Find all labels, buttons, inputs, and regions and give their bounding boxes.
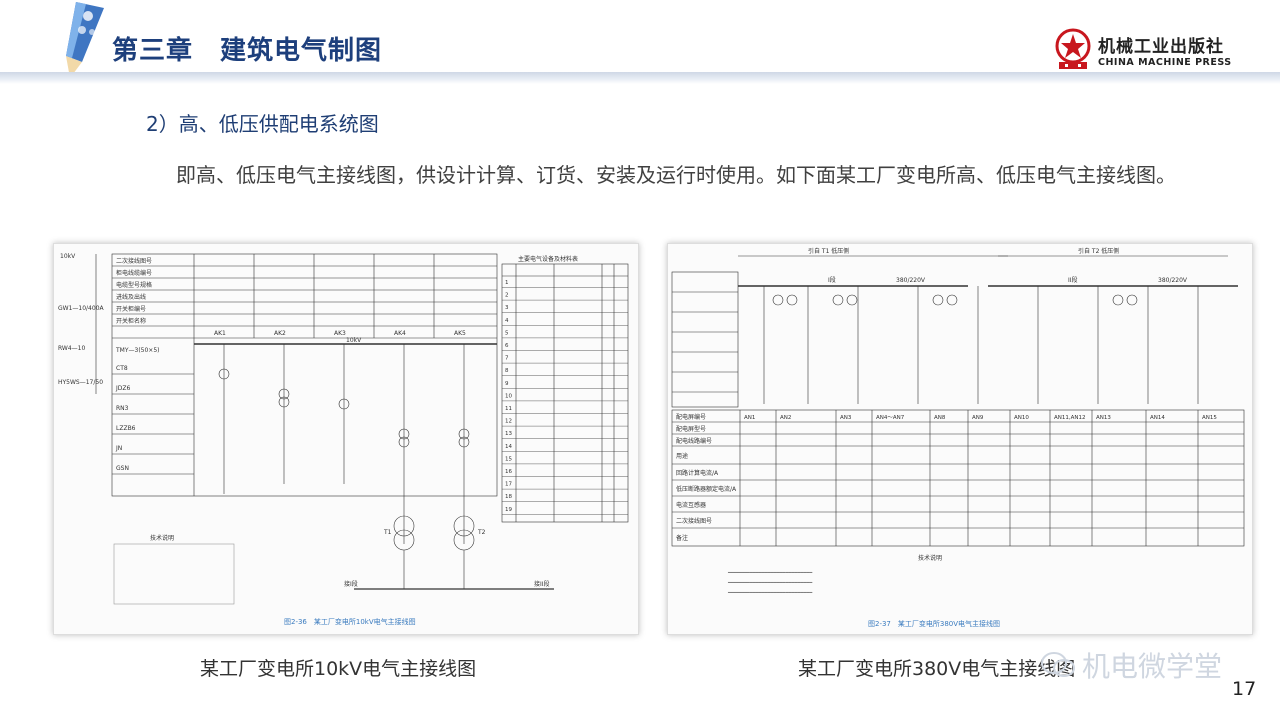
svg-text:━━━━━━━━━━━━━━━━━━━━━━━━━━━━: ━━━━━━━━━━━━━━━━━━━━━━━━━━━━ [727, 590, 813, 596]
row-label: RN3 [116, 405, 129, 412]
row-label: TMY—3(50×5) [115, 347, 160, 354]
svg-text:━━━━━━━━━━━━━━━━━━━━━━━━━━━━: ━━━━━━━━━━━━━━━━━━━━━━━━━━━━ [727, 570, 813, 576]
cabinet-label: AN4～AN7 [876, 415, 905, 421]
cabinet-label: AN13 [1096, 415, 1111, 421]
watermark-text: 机电微学堂 [1082, 650, 1223, 683]
body-paragraph: 即高、低压电气主接线图，供设计计算、订货、安装及运行时使用。如下面某工厂变电所高… [176, 163, 1176, 187]
10kv-wiring-diagram: 10kV GW1—10/400A RW4—10 HY5WS—17/50 二次接线… [58, 253, 629, 626]
figure-caption-10kv: 某工厂变电所10kV电气主接线图 [200, 658, 477, 680]
equipment-row-number: 8 [505, 368, 509, 374]
cabinet-label: AN11,AN12 [1054, 415, 1086, 421]
publisher-name-en: CHINA MACHINE PRESS [1098, 57, 1232, 68]
wechat-watermark: 机电微学堂 [1040, 648, 1223, 683]
incoming-label: 引自 T1 低压侧 [808, 247, 849, 255]
chapter-title: 第三章 建筑电气制图 [112, 36, 383, 66]
wechat-icon [1041, 652, 1075, 677]
section-subheading: 2）高、低压供配电系统图 [146, 112, 379, 136]
row-label: 配电屏编号 [676, 413, 706, 421]
cabinet-label: AN3 [840, 415, 852, 421]
transformer-label: T1 [383, 529, 392, 536]
line-label-10kv: 10kV [60, 253, 76, 260]
figure-380v-diagram: 引自 T1 低压侧 引自 T2 低压侧 I段 II段 380/220V 380/… [667, 243, 1253, 635]
voltage-label: 380/220V [1158, 277, 1188, 284]
equipment-row-number: 1 [505, 280, 509, 286]
cabinet-label: AK3 [334, 330, 346, 337]
row-label: 配电线路编号 [676, 437, 712, 445]
equipment-row-number: 17 [505, 482, 512, 488]
line-label-gw1: GW1—10/400A [58, 305, 105, 312]
bus-label: 10kV [346, 337, 362, 344]
cabinet-label: AK5 [454, 330, 466, 337]
equipment-row-number: 9 [505, 381, 509, 387]
equipment-row-number: 4 [505, 318, 509, 324]
cabinet-label: AK4 [394, 330, 406, 337]
row-label: 开关柜编号 [116, 305, 146, 313]
voltage-label: 380/220V [896, 277, 926, 284]
equipment-row-number: 5 [505, 330, 509, 336]
section-label: II段 [1068, 276, 1078, 284]
equipment-row-number: 7 [505, 356, 509, 362]
inner-figure-caption: 图2-36 某工厂变电所10kV电气主接线图 [284, 617, 416, 626]
incoming-label: 引自 T2 低压侧 [1078, 247, 1119, 255]
cabinet-label: AK1 [214, 330, 226, 337]
cabinet-label: AN1 [744, 415, 755, 421]
cabinet-label: AN14 [1150, 415, 1165, 421]
row-label: 回路计算电流/A [676, 469, 719, 477]
cabinet-label: AN8 [934, 415, 946, 421]
cabinet-label: AK2 [274, 330, 286, 337]
row-label: 电流互感器 [676, 501, 706, 509]
notes-title: 技术说明 [918, 554, 942, 562]
row-label: 电缆型号规格 [116, 281, 152, 289]
figure-10kv-diagram: 10kV GW1—10/400A RW4—10 HY5WS—17/50 二次接线… [53, 243, 639, 635]
equipment-row-number: 19 [505, 507, 512, 513]
publisher-name-cn: 机械工业出版社 [1098, 37, 1224, 57]
equipment-row-number: 6 [505, 343, 509, 349]
row-label: CT8 [116, 365, 128, 372]
cabinet-label: AN15 [1202, 415, 1217, 421]
equipment-row-number: 12 [505, 419, 512, 425]
row-label: JN [115, 445, 122, 452]
equipment-row-number: 16 [505, 469, 512, 475]
equipment-row-number: 15 [505, 456, 512, 462]
transformer-label: T2 [477, 529, 486, 536]
cabinet-label: AN10 [1014, 415, 1029, 421]
header-divider [0, 72, 1280, 84]
slide-header: 第三章 建筑电气制图 机械工业出版社 CHINA MACHINE PRESS [0, 0, 1280, 86]
row-label: 柜电线缆编号 [116, 269, 152, 277]
notes-title: 技术说明 [150, 534, 174, 542]
cabinet-label: AN9 [972, 415, 984, 421]
equipment-table-title: 主要电气设备及材料表 [518, 255, 578, 263]
row-label: GSN [116, 465, 129, 472]
china-machine-press-logo-icon [1055, 28, 1091, 69]
section-label: 接II段 [534, 580, 550, 588]
section-label: 接I段 [344, 580, 358, 588]
row-label: 用途 [676, 452, 688, 460]
line-label-rw4: RW4—10 [58, 345, 85, 352]
equipment-row-number: 13 [505, 431, 512, 437]
svg-text:━━━━━━━━━━━━━━━━━━━━━━━━━━━━: ━━━━━━━━━━━━━━━━━━━━━━━━━━━━ [727, 580, 813, 586]
row-label: 进线及出线 [116, 293, 146, 301]
row-label: 配电屏型号 [676, 425, 706, 433]
line-label-hy5ws: HY5WS—17/50 [58, 379, 103, 386]
page-number: 17 [1232, 678, 1257, 700]
pencil-logo-icon [66, 2, 104, 78]
equipment-row-number: 3 [505, 305, 509, 311]
row-label: JDZ6 [115, 385, 131, 392]
cabinet-label: AN2 [780, 415, 791, 421]
equipment-row-number: 11 [505, 406, 512, 412]
row-label: LZZB6 [116, 425, 136, 432]
row-label: 二次接线图号 [676, 517, 712, 525]
row-label: 开关柜名称 [116, 317, 146, 325]
row-label: 低压断路器额定电流/A [676, 485, 737, 493]
row-label: 备注 [676, 534, 688, 542]
equipment-row-number: 2 [505, 293, 509, 299]
inner-figure-caption: 图2-37 某工厂变电所380V电气主接线图 [868, 619, 1000, 628]
equipment-row-number: 10 [505, 393, 512, 399]
equipment-row-number: 14 [505, 444, 512, 450]
figure-caption-380v: 某工厂变电所380V电气主接线图 [798, 658, 1076, 680]
row-label: 二次接线图号 [116, 257, 152, 265]
section-label: I段 [828, 276, 836, 284]
equipment-row-number: 18 [505, 494, 512, 500]
380v-wiring-diagram: 引自 T1 低压侧 引自 T2 低压侧 I段 II段 380/220V 380/… [671, 247, 1245, 628]
